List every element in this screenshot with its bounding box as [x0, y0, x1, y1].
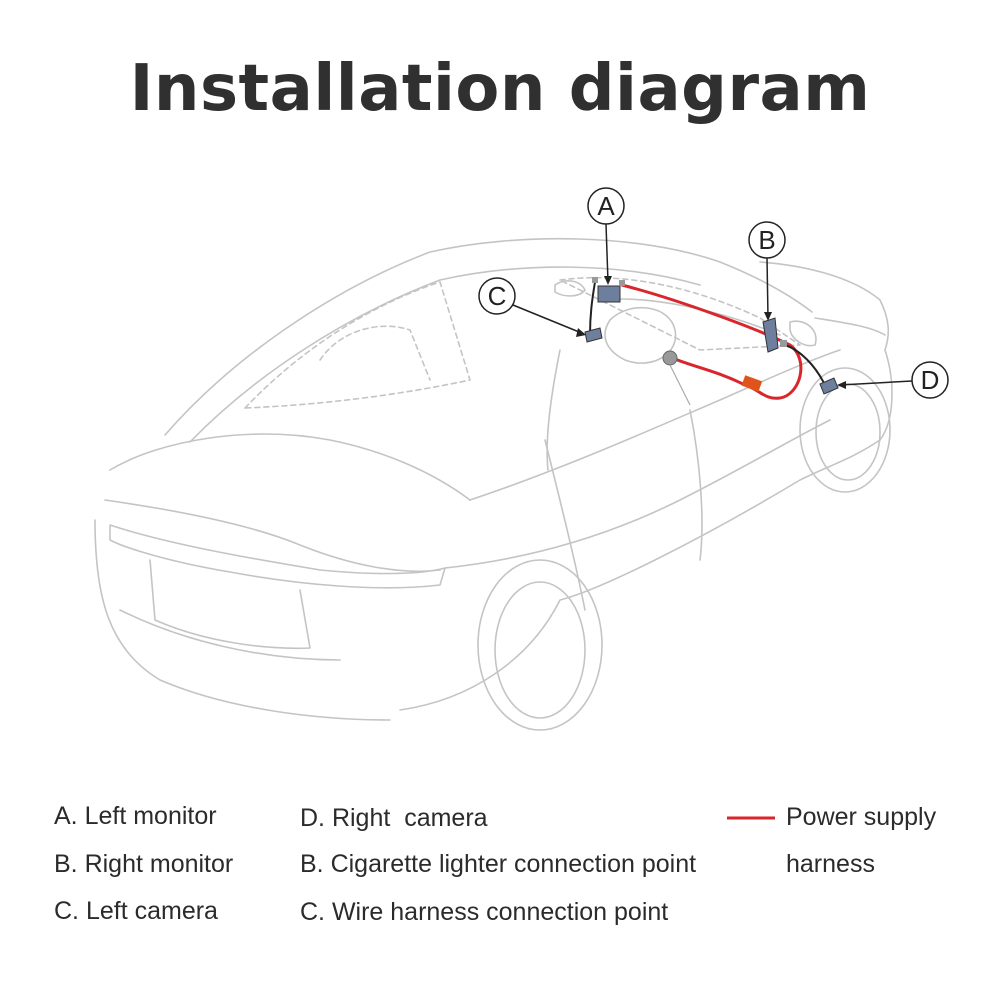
plate-area: [149, 559, 311, 650]
right-camera: [819, 377, 839, 395]
rear-window: [244, 281, 471, 409]
legend-right-camera: D. Right camera: [300, 804, 488, 832]
right-camera-cable: [784, 344, 826, 386]
legend-right-monitor: B. Right monitor: [54, 850, 234, 878]
legend-power-line2: harness: [786, 850, 875, 878]
callout-d: D: [837, 361, 949, 399]
left-monitor-clip: [592, 277, 598, 283]
headlight: [814, 317, 886, 336]
side-mirror-left: [554, 280, 586, 297]
callout-c: C: [478, 277, 586, 337]
camera-cables: [589, 281, 826, 386]
side-body: [444, 419, 831, 569]
right-monitor: [762, 317, 779, 353]
left-monitor: [597, 285, 621, 303]
left-camera-cable: [589, 281, 596, 336]
left-monitor-clip-2: [619, 280, 625, 286]
door-line: [544, 439, 586, 611]
harness-connector: [741, 375, 763, 392]
b-pillar: [546, 349, 561, 471]
legend-harness-point: C. Wire harness connection point: [300, 898, 669, 926]
car-roof: [164, 237, 813, 436]
harness-main: [620, 283, 803, 400]
belt-line: [469, 349, 841, 501]
interior-seat: [319, 325, 431, 381]
hood: [759, 261, 890, 351]
trunk: [109, 433, 471, 501]
car-outline: [94, 237, 893, 731]
lighter-lead: [669, 364, 691, 406]
rear-bumper: [94, 519, 391, 721]
legend-left-camera: C. Left camera: [54, 897, 218, 925]
front-fascia: [879, 349, 893, 441]
callout-d-label: D: [921, 365, 940, 395]
callout-a: A: [587, 187, 625, 285]
side-mirror-right: [789, 320, 817, 347]
right-monitor-clip: [780, 340, 787, 347]
callout-a-label: A: [597, 191, 615, 221]
rear-deck: [104, 499, 441, 573]
legend-lighter-point: B. Cigarette lighter connection point: [300, 850, 697, 878]
legend-left-monitor: A. Left monitor: [54, 802, 217, 830]
rear-lower: [119, 609, 341, 661]
callout-c-label: C: [488, 281, 507, 311]
lighter-point: [662, 350, 678, 366]
page-title: Installation diagram: [129, 52, 871, 126]
door-line-2: [689, 409, 703, 561]
side-sill: [399, 439, 881, 711]
harness-branch: [668, 355, 747, 387]
left-camera: [584, 327, 603, 343]
rear-wheel-arch: [477, 559, 603, 731]
car-roof-inner: [189, 266, 701, 443]
callout-b: B: [748, 221, 786, 321]
tail-light: [109, 524, 446, 589]
rear-wheel: [494, 581, 586, 719]
legend-power-line1: Power supply: [786, 803, 937, 831]
front-wheel: [815, 383, 881, 481]
front-wheel-arch: [799, 367, 891, 493]
callout-b-label: B: [758, 225, 775, 255]
windshield: [559, 276, 801, 351]
